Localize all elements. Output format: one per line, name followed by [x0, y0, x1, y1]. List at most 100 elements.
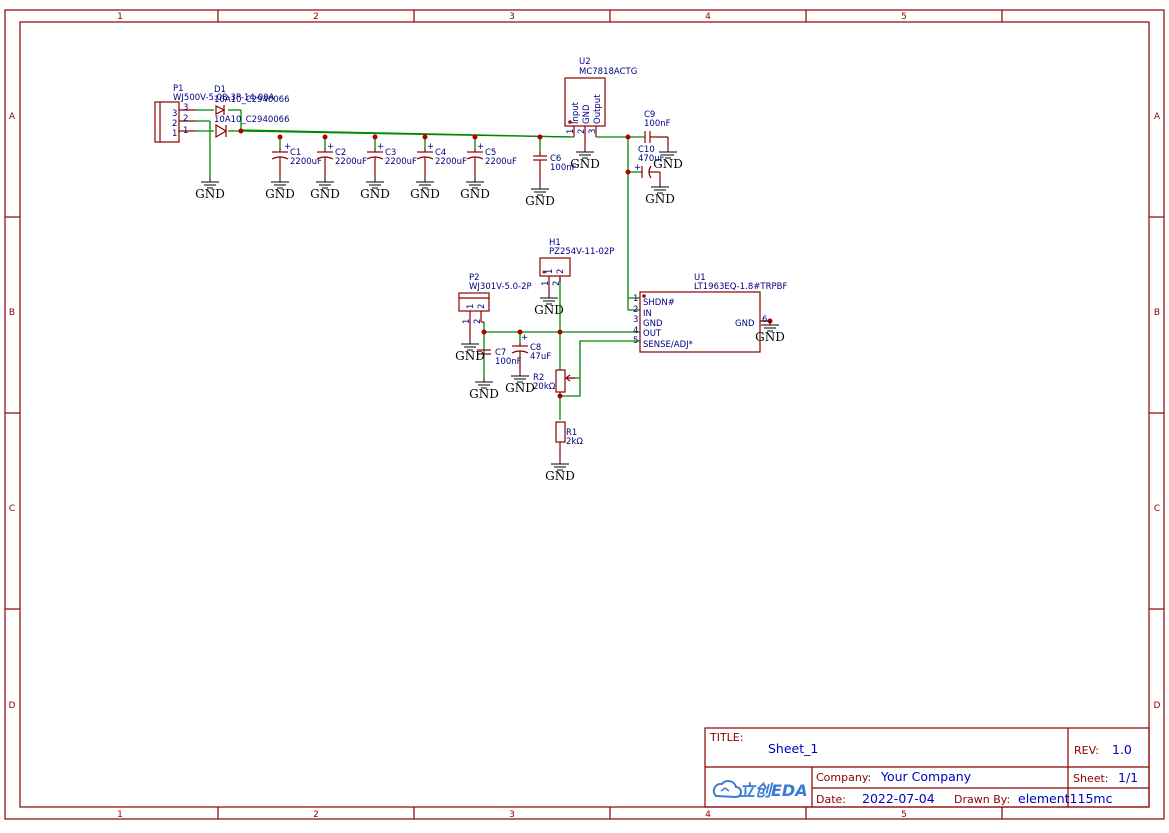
h1-pin-num: 2: [552, 281, 562, 286]
capacitor-c1[interactable]: + C1 2200uF: [271, 142, 322, 178]
gnd-icon: GND: [460, 178, 490, 201]
gnd-icon: GND: [570, 148, 600, 171]
u2-pin-num: 3: [588, 129, 598, 134]
p1-pin-num: 2: [172, 119, 177, 129]
gnd-label: GND: [525, 194, 555, 208]
gnd-icon: GND: [505, 372, 535, 395]
u1-pin-name: OUT: [643, 329, 662, 339]
gnd-label: GND: [360, 187, 390, 201]
gnd-icon: GND: [534, 294, 564, 317]
c1-value: 2200uF: [290, 157, 322, 167]
p2-pin: 2: [477, 304, 487, 309]
capacitor-c6[interactable]: C6 100nF: [533, 152, 577, 185]
gnd-label: GND: [570, 157, 600, 171]
capacitor-c5[interactable]: + C5 2200uF: [466, 142, 517, 178]
rev-label: REV:: [1074, 744, 1099, 757]
u2-ref: U2: [579, 57, 591, 67]
company-label: Company:: [816, 771, 871, 784]
row-label-left: B: [9, 308, 15, 318]
row-label-right: B: [1154, 308, 1160, 318]
h1-value: PZ254V-11-02P: [549, 247, 614, 257]
h1-pin-num: 1: [541, 281, 551, 286]
r2-ref: R2: [533, 373, 544, 383]
u2-pin-num: 2: [577, 129, 587, 134]
p1-pin: 3: [183, 103, 188, 113]
u1-ref: U1: [694, 273, 706, 283]
row-label-right: A: [1154, 112, 1161, 122]
gnd-label: GND: [653, 157, 683, 171]
capacitor-c9[interactable]: C9 100nF: [644, 110, 671, 148]
r1-value: 2kΩ: [566, 437, 583, 447]
sheet-label: Sheet:: [1073, 772, 1109, 785]
title-label: TITLE:: [709, 731, 743, 744]
col-label-bottom: 3: [509, 810, 515, 820]
gnd-label: GND: [455, 349, 485, 363]
c1-ref: C1: [290, 148, 301, 158]
gnd-icon: GND: [360, 178, 390, 201]
resistor-r1[interactable]: R1 2kΩ: [555, 421, 583, 460]
logo-text: 立创EDA: [739, 781, 808, 800]
row-label-right: C: [1154, 504, 1160, 514]
header-h1[interactable]: H1 PZ254V-11-02P 1 2 1 2: [539, 238, 614, 294]
u1-pin-num: 6: [762, 315, 767, 325]
lceda-logo: 立创EDA: [712, 780, 808, 800]
connector-p1[interactable]: P1 WJ500V-5.08-3P-14-00A 3 2 1 3 2 1: [154, 84, 275, 143]
regulator-u1[interactable]: U1 LT1963EQ-1.8#TRPBF 1 2 3 4 5 SHDN# IN…: [633, 273, 787, 353]
c3-value: 2200uF: [385, 157, 417, 167]
gnd-label: GND: [645, 192, 675, 206]
gnd-icon: GND: [195, 178, 225, 201]
capacitor-c3[interactable]: + C3 2200uF: [366, 142, 417, 178]
u2-pin-num: 1: [566, 129, 576, 134]
gnd-icon: GND: [310, 178, 340, 201]
col-label-bottom: 4: [705, 810, 711, 820]
capacitor-c7[interactable]: C7 100nF: [477, 348, 522, 367]
gnd-icon: GND: [469, 378, 499, 401]
diode-d1[interactable]: D1 10A10_C2940066 10A10_C2940066: [214, 85, 290, 139]
r1-ref: R1: [566, 428, 577, 438]
company-value: Your Company: [880, 769, 972, 784]
col-label-bottom: 1: [117, 810, 123, 820]
p2-pin-num: 2: [473, 319, 483, 324]
connector-p2[interactable]: P2 WJ301V-5.0-2P 1 2 1 2: [458, 273, 532, 340]
c2-ref: C2: [335, 148, 346, 158]
row-label-left: D: [9, 701, 16, 711]
d1-ref: D1: [214, 85, 226, 95]
c7-value: 100nF: [495, 357, 522, 367]
d1-value-b: 10A10_C2940066: [214, 115, 290, 125]
capacitor-c8[interactable]: + C8 47uF: [511, 333, 551, 372]
p1-pin: 1: [183, 126, 188, 136]
p1-pin-num: 1: [172, 129, 177, 139]
capacitor-c10[interactable]: + C10 470uF: [634, 145, 665, 183]
row-label-right: D: [1154, 701, 1161, 711]
c2-value: 2200uF: [335, 157, 367, 167]
capacitor-c4[interactable]: + C4 2200uF: [416, 142, 467, 178]
gnd-label: GND: [469, 387, 499, 401]
u1-pin-num: 2: [633, 305, 638, 315]
col-label-top: 1: [117, 12, 123, 22]
h1-ref: H1: [549, 238, 561, 248]
h1-pin: 1: [545, 269, 555, 274]
potentiometer-r2[interactable]: R2 20kΩ: [533, 369, 575, 393]
date-value: 2022-07-04: [862, 791, 935, 806]
c6-ref: C6: [550, 154, 561, 164]
c5-value: 2200uF: [485, 157, 517, 167]
u1-pin-num: 4: [633, 326, 638, 336]
gnd-icon: GND: [645, 183, 675, 206]
regulator-u2[interactable]: U2 MC7818ACTG Input GND Output 1 2 3: [564, 57, 637, 148]
p1-value: WJ500V-5.08-3P-14-00A: [173, 93, 275, 103]
date-label: Date:: [816, 793, 846, 806]
h1-pin: 2: [556, 269, 566, 274]
c8-ref: C8: [530, 343, 541, 353]
col-label-bottom: 2: [313, 810, 319, 820]
u1-pin-name: SENSE/ADJ*: [643, 340, 693, 350]
plus-mark: +: [377, 142, 384, 152]
gnd-label: GND: [755, 330, 785, 344]
u1-pin-name: SHDN#: [643, 298, 675, 308]
gnd-symbols: GND GND GND GND GND GND GND GND GND GND GND GND GND G…: [195, 148, 785, 483]
gnd-icon: GND: [410, 178, 440, 201]
capacitor-c2[interactable]: + C2 2200uF: [316, 142, 367, 178]
d1-value-a: 10A10_C2940066: [214, 95, 290, 105]
p2-pin-num: 1: [462, 319, 472, 324]
col-label-top: 3: [509, 12, 515, 22]
